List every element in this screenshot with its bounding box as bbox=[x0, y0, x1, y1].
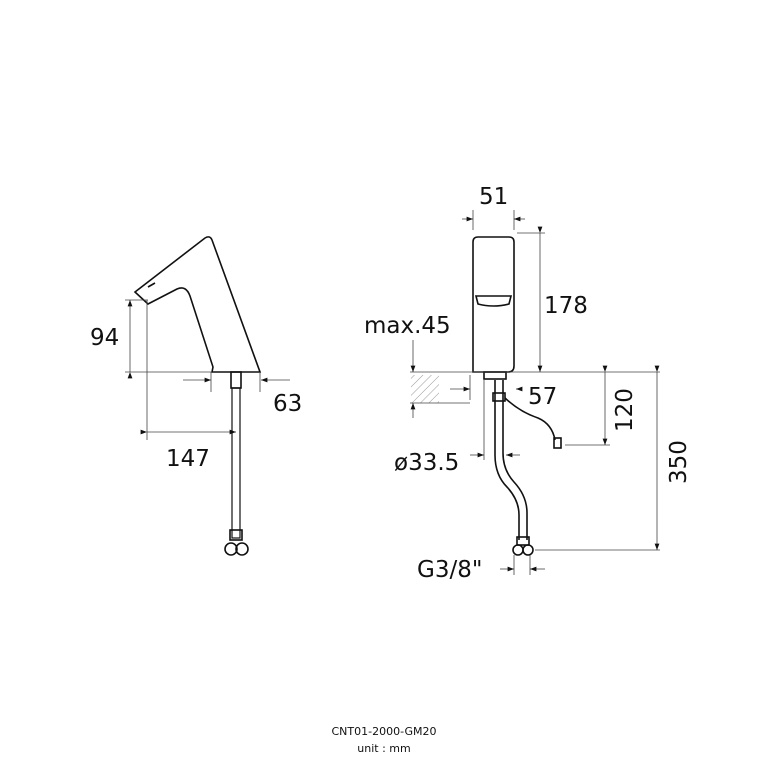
dim-width: 51 bbox=[479, 184, 508, 210]
dim-reach: 147 bbox=[166, 446, 210, 472]
dim-connection: G3/8" bbox=[417, 557, 482, 583]
dim-height: 178 bbox=[544, 293, 588, 319]
dim-base: 63 bbox=[273, 391, 302, 417]
dim-deck-thickness: max.45 bbox=[364, 313, 451, 339]
dim-spout-height: 94 bbox=[90, 325, 119, 351]
side-view-faucet bbox=[133, 236, 262, 556]
dim-cable: 120 bbox=[612, 388, 638, 432]
unit-label: unit : mm bbox=[357, 742, 410, 755]
dim-hole-offset: 57 bbox=[528, 384, 557, 410]
model-code: CNT01-2000-GM20 bbox=[332, 725, 437, 738]
front-view-faucet bbox=[472, 236, 562, 556]
front-dimensions: 51 178 max.45 57 ø33.5 120 350 G3/8" bbox=[364, 184, 692, 583]
side-dimensions: 94 63 147 bbox=[90, 299, 302, 472]
dim-total: 350 bbox=[666, 440, 692, 484]
dim-hole-diameter: ø33.5 bbox=[394, 450, 459, 476]
